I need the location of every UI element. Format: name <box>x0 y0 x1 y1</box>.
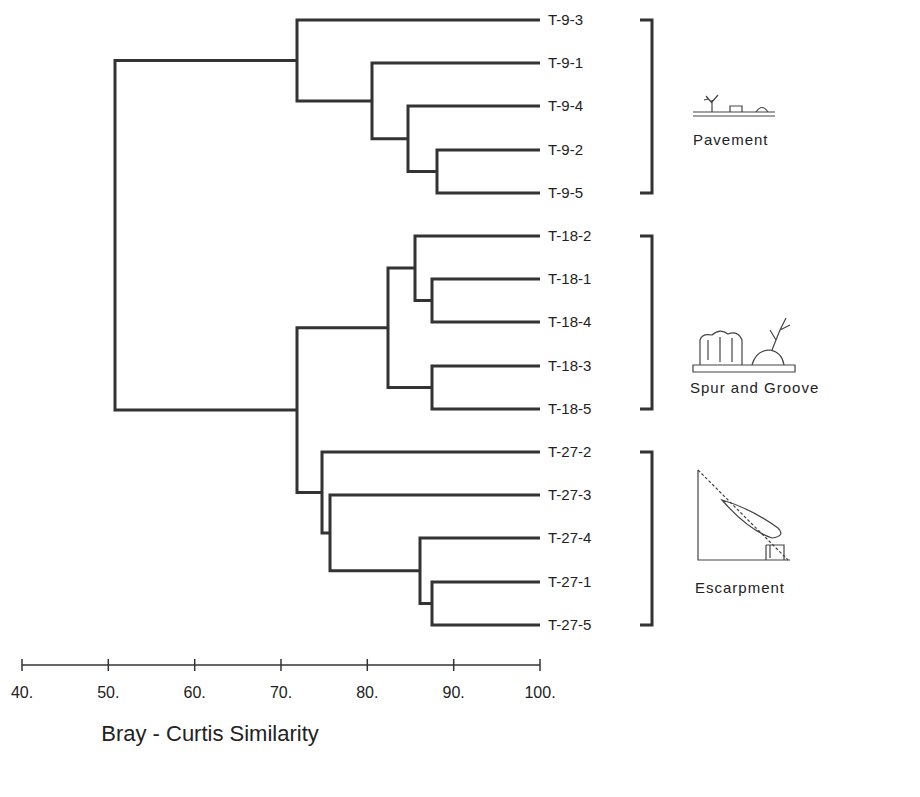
rock <box>730 106 742 112</box>
bracket <box>640 236 652 409</box>
sea-fan <box>770 318 790 350</box>
dendrogram-branches <box>115 20 540 625</box>
seafloor-block <box>693 365 795 372</box>
branch <box>115 61 297 411</box>
bracket <box>640 452 652 625</box>
habitat-label: Pavement <box>693 132 769 149</box>
sample-label: T-9-2 <box>548 142 583 159</box>
sample-label: T-18-5 <box>548 401 591 418</box>
axis-tick <box>194 659 196 671</box>
axis-tick <box>367 659 369 671</box>
sample-label: T-18-4 <box>548 314 591 331</box>
sample-label: T-9-4 <box>548 98 583 115</box>
axis-title: Bray - Curtis Similarity <box>101 722 319 746</box>
rock <box>756 108 768 113</box>
sample-label: T-9-3 <box>548 12 583 29</box>
axis-tick <box>280 659 282 671</box>
tick-label: 50. <box>97 684 119 702</box>
habitat-label: Spur and Groove <box>690 380 819 397</box>
sea-fan <box>704 95 718 112</box>
branch <box>388 268 432 388</box>
axis-tick <box>21 659 23 671</box>
sample-label: T-27-2 <box>548 444 591 461</box>
escarpment-sketch <box>698 470 790 560</box>
sample-label: T-18-1 <box>548 271 591 288</box>
bracket <box>640 20 652 193</box>
branch <box>415 236 540 301</box>
group-brackets <box>640 20 652 625</box>
sample-label: T-27-4 <box>548 530 591 547</box>
branch <box>432 366 540 409</box>
sample-label: T-27-5 <box>548 617 591 634</box>
axis-tick <box>539 659 541 671</box>
branch <box>432 582 540 625</box>
sample-label: T-18-2 <box>548 228 591 245</box>
rock-block <box>766 545 784 560</box>
habitat-label: Escarpment <box>695 580 785 597</box>
branch <box>420 538 540 604</box>
sample-label: T-27-1 <box>548 574 591 591</box>
branch <box>297 20 540 101</box>
x-axis <box>22 659 540 671</box>
spur <box>700 331 742 365</box>
boulder <box>752 350 784 365</box>
branch <box>297 328 388 493</box>
seafloor-line <box>693 112 775 116</box>
plate-coral <box>722 500 781 538</box>
tick-label: 80. <box>356 684 378 702</box>
branch <box>432 279 540 322</box>
branch <box>408 106 540 172</box>
axis-tick <box>108 659 110 671</box>
branch <box>372 63 540 139</box>
sample-label: T-9-1 <box>548 55 583 72</box>
branch <box>437 150 540 193</box>
tick-label: 60. <box>184 684 206 702</box>
tick-label: 100. <box>524 684 555 702</box>
branch <box>330 495 540 571</box>
spur-groove-sketch <box>693 318 795 372</box>
sample-label: T-9-5 <box>548 185 583 202</box>
branch <box>322 452 540 533</box>
sample-label: T-27-3 <box>548 487 591 504</box>
slope-line <box>698 470 788 560</box>
tick-label: 40. <box>11 684 33 702</box>
pavement-sketch <box>693 95 775 116</box>
sample-label: T-18-3 <box>548 358 591 375</box>
spur-texture <box>708 337 732 362</box>
tick-label: 70. <box>270 684 292 702</box>
slope-frame <box>698 470 790 560</box>
tick-label: 90. <box>443 684 465 702</box>
axis-tick <box>453 659 455 671</box>
